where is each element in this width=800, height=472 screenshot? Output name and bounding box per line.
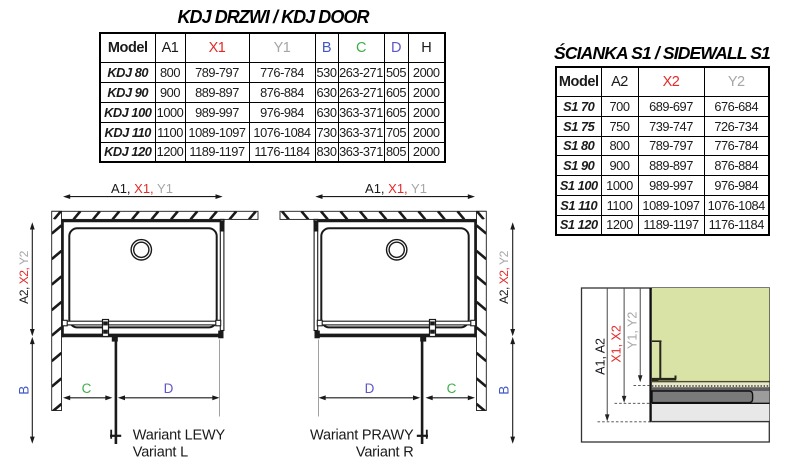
svg-text:A1, X1, Y1: A1, X1, Y1: [365, 181, 427, 196]
svg-text:A1, A2: A1, A2: [594, 338, 608, 375]
svg-text:C: C: [82, 381, 92, 396]
svg-text:B: B: [497, 386, 512, 395]
svg-text:Y1, Y2: Y1, Y2: [626, 312, 640, 349]
svg-text:B: B: [17, 386, 32, 395]
svg-text:A2, X2, Y2: A2, X2, Y2: [497, 250, 511, 303]
svg-text:C: C: [447, 381, 457, 396]
svg-text:A1, X1, Y1: A1, X1, Y1: [111, 181, 173, 196]
svg-text:Wariant LEWY: Wariant LEWY: [133, 428, 226, 444]
svg-text:X1, X2: X1, X2: [609, 325, 623, 363]
svg-text:Variant L: Variant L: [133, 445, 188, 461]
svg-text:Variant R: Variant R: [356, 445, 414, 461]
svg-text:Wariant PRAWY: Wariant PRAWY: [310, 428, 414, 444]
svg-text:D: D: [164, 381, 174, 396]
svg-text:D: D: [365, 381, 375, 396]
svg-text:A2, X2, Y2: A2, X2, Y2: [17, 250, 31, 303]
